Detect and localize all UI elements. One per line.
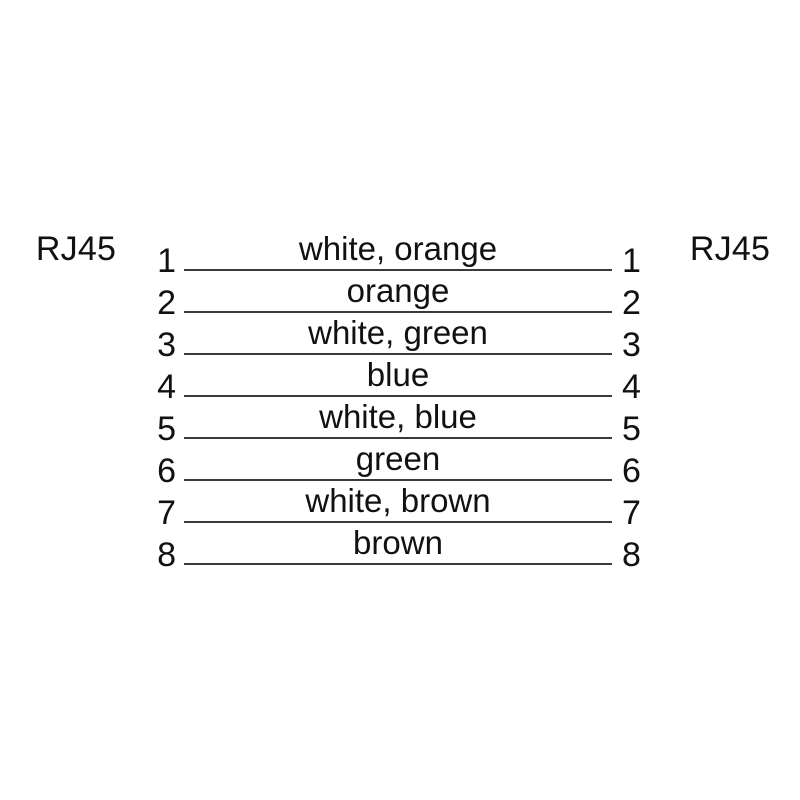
conductor-line bbox=[184, 395, 612, 397]
right-pin-number: 3 bbox=[622, 326, 641, 364]
right-pin-number: 6 bbox=[622, 452, 641, 490]
left-pin-number: 5 bbox=[157, 410, 176, 448]
left-pin-number: 3 bbox=[157, 326, 176, 364]
right-pin-number: 1 bbox=[622, 242, 641, 280]
right-pin-number: 8 bbox=[622, 536, 641, 574]
left-pin-number: 1 bbox=[157, 242, 176, 280]
right-pin-number: 5 bbox=[622, 410, 641, 448]
wire-color-label: brown bbox=[353, 524, 443, 561]
conductor-line bbox=[184, 353, 612, 355]
conductor-line bbox=[184, 269, 612, 271]
right-pin-number: 2 bbox=[622, 284, 641, 322]
left-pin-number: 4 bbox=[157, 368, 176, 406]
right-connector-label: RJ45 bbox=[689, 230, 771, 268]
conductor-line bbox=[184, 311, 612, 313]
left-pin-number: 8 bbox=[157, 536, 176, 574]
wire-color-label: blue bbox=[366, 356, 430, 393]
pin-row-7: white, brown 7 7 bbox=[0, 484, 800, 563]
right-pin-number: 7 bbox=[622, 494, 641, 532]
left-pin-number: 6 bbox=[157, 452, 176, 490]
conductor-line bbox=[184, 521, 612, 523]
conductor-line bbox=[184, 437, 612, 439]
pin-row-1: white, orange 1 1 bbox=[0, 232, 800, 311]
right-pin-number: 4 bbox=[622, 368, 641, 406]
left-connector-label: RJ45 bbox=[35, 230, 117, 268]
wire-color-label: orange bbox=[346, 272, 450, 309]
pin-row-8: brown 8 8 bbox=[0, 526, 800, 605]
left-pin-number: 2 bbox=[157, 284, 176, 322]
left-pin-number: 7 bbox=[157, 494, 176, 532]
pin-row-3: white, green 3 3 bbox=[0, 316, 800, 395]
conductor-line bbox=[184, 563, 612, 565]
pin-row-6: green 6 6 bbox=[0, 442, 800, 521]
pin-row-5: white, blue 5 5 bbox=[0, 400, 800, 479]
conductor-line bbox=[184, 479, 612, 481]
pin-row-4: blue 4 4 bbox=[0, 358, 800, 437]
pin-row-2: orange 2 2 bbox=[0, 274, 800, 353]
wire-color-label: green bbox=[355, 440, 441, 477]
wire-color-label: white, brown bbox=[305, 482, 491, 519]
wire-color-label: white, blue bbox=[319, 398, 477, 435]
wire-color-label: white, orange bbox=[298, 230, 498, 267]
wire-color-label: white, green bbox=[308, 314, 488, 351]
